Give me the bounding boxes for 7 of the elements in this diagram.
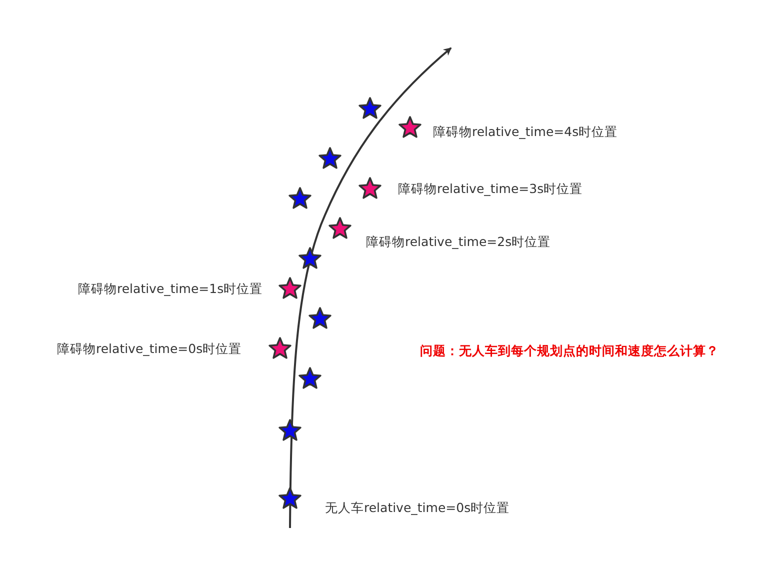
question-text: 问题：无人车到每个规划点的时间和速度怎么计算？: [420, 343, 719, 359]
obstacle-label: 障碍物relative_time=1s时位置: [78, 281, 263, 297]
obstacle-label: 障碍物relative_time=4s时位置: [433, 124, 618, 140]
obstacle-label: 障碍物relative_time=2s时位置: [366, 234, 551, 250]
vehicle-label: 无人车relative_time=0s时位置: [325, 500, 510, 516]
obstacle-label: 障碍物relative_time=3s时位置: [398, 181, 583, 197]
obstacle-label: 障碍物relative_time=0s时位置: [57, 341, 242, 357]
